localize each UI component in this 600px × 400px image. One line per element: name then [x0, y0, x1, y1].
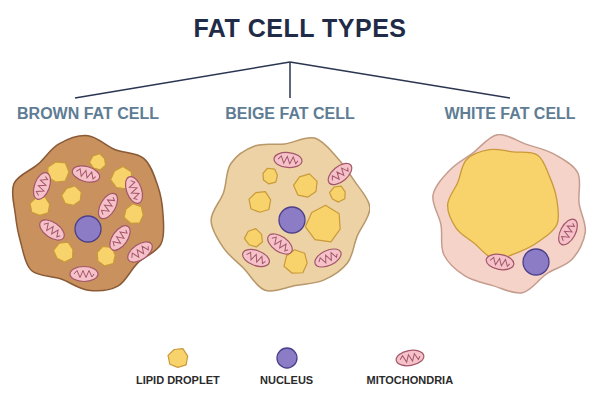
mitochondrion-cristae	[399, 353, 420, 363]
mitochondrion-membrane	[240, 246, 271, 270]
diagram-title: FAT CELL TYPES	[0, 14, 600, 43]
lipid-droplet	[168, 349, 188, 368]
branch-line	[75, 62, 290, 98]
mitochondrion-membrane	[312, 245, 344, 270]
nucleus	[279, 207, 305, 233]
cell-membrane	[12, 136, 163, 291]
fat-cell: BEIGE FAT CELL	[206, 104, 374, 294]
lipid-droplet	[263, 168, 277, 184]
mitochondrion	[264, 230, 296, 258]
mitochondrion	[71, 163, 102, 185]
lipid-droplet	[124, 204, 143, 224]
lipid-droplet	[62, 186, 82, 205]
fat-cell: WHITE FAT CELL	[426, 104, 594, 294]
mitochondrion-cristae	[42, 221, 62, 238]
legend-sample	[161, 346, 195, 370]
mitochondrion	[273, 151, 302, 168]
legend-label: LIPID DROPLET	[136, 374, 220, 386]
lipid-droplet	[53, 242, 72, 262]
mitochondrion-membrane	[70, 267, 98, 282]
mitochondrion	[324, 159, 355, 188]
mitochondrion-membrane	[124, 238, 156, 266]
mitochondrion-membrane	[485, 252, 515, 272]
branch-line	[289, 62, 291, 98]
large-lipid-droplet	[448, 149, 559, 259]
mitochondrion-cristae	[317, 251, 338, 266]
cell-drawing	[430, 134, 590, 294]
cell-heading: BEIGE FAT CELL	[206, 104, 374, 124]
mitochondrion	[30, 170, 54, 201]
lipid-droplet	[294, 174, 318, 197]
mitochondrion-cristae	[270, 235, 290, 252]
cell-drawing	[210, 134, 370, 294]
cell-heading: BROWN FAT CELL	[4, 104, 172, 124]
nucleus	[277, 348, 297, 368]
mitochondrion-membrane	[106, 222, 134, 254]
lipid-droplet	[249, 192, 271, 213]
mitochondrion	[106, 222, 134, 254]
legend-label: MITOCHONDRIA	[367, 374, 454, 386]
nucleus	[523, 249, 549, 275]
mitochondrion-cristae	[111, 228, 128, 248]
lipid-droplet	[90, 154, 106, 170]
mitochondrion-membrane	[395, 348, 425, 368]
mitochondrion-cristae	[490, 257, 511, 267]
mitochondrion-membrane	[30, 170, 54, 201]
cell-heading: WHITE FAT CELL	[426, 104, 594, 124]
mitochondrion-membrane	[122, 174, 146, 205]
legend-item: LIPID DROPLET	[136, 346, 220, 386]
branch-line	[290, 62, 510, 98]
legend-sample	[270, 346, 304, 370]
mitochondrion-cristae	[245, 251, 266, 264]
legend-item: MITOCHONDRIA	[367, 346, 454, 386]
mitochondrion-membrane	[95, 190, 122, 222]
mitochondrion	[555, 216, 581, 248]
mitochondrion-cristae	[130, 243, 150, 260]
mitochondrion-cristae	[100, 196, 116, 217]
legend-item: NUCLEUS	[260, 346, 313, 386]
mitochondrion-cristae	[560, 222, 576, 243]
lipid-droplet	[330, 186, 346, 202]
mitochondrion	[36, 216, 68, 244]
mitochondrion	[485, 252, 515, 272]
lipid-droplet	[305, 205, 340, 242]
mitochondrion-cristae	[75, 168, 96, 180]
lipid-droplet	[244, 229, 262, 247]
cell-membrane	[433, 135, 586, 294]
mitochondrion-cristae	[127, 179, 140, 200]
mitochondrion-cristae	[330, 165, 350, 183]
legend-label: NUCLEUS	[260, 374, 313, 386]
mitochondrion-membrane	[36, 216, 68, 244]
mitochondrion	[95, 190, 122, 222]
mitochondrion-cristae	[35, 175, 48, 196]
mitochondrion-membrane	[71, 163, 102, 185]
cell-membrane	[211, 138, 370, 291]
mitochondrion	[122, 174, 146, 205]
mitochondrion-cristae	[74, 271, 94, 278]
mitochondrion-membrane	[555, 216, 581, 248]
nucleus	[75, 216, 101, 242]
mitochondrion	[124, 238, 156, 266]
mitochondrion	[395, 348, 425, 368]
mitochondrion-membrane	[273, 151, 302, 168]
fat-cell: BROWN FAT CELL	[4, 104, 172, 294]
mitochondrion-membrane	[264, 230, 296, 258]
mitochondrion-cristae	[278, 156, 299, 165]
legend-sample	[393, 346, 427, 370]
mitochondrion	[240, 246, 271, 270]
mitochondrion	[312, 245, 344, 270]
mitochondrion-membrane	[324, 159, 355, 188]
mitochondrion	[70, 267, 98, 282]
cell-drawing	[8, 134, 168, 294]
